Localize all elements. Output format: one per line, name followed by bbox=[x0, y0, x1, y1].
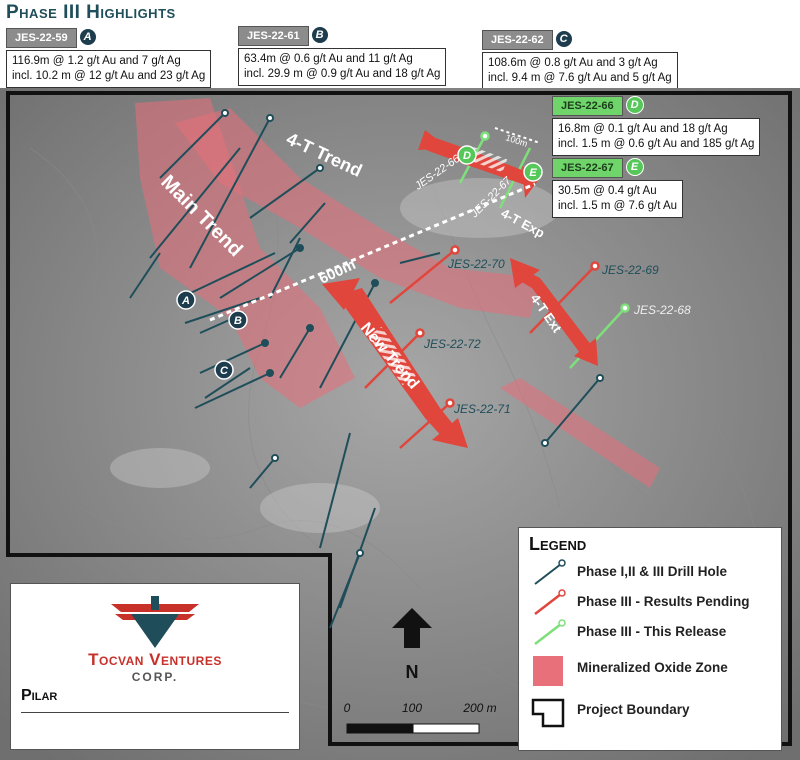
legend: Legend Phase I,II & III Drill Hole Phase… bbox=[518, 527, 782, 751]
legend-label: Project Boundary bbox=[577, 702, 690, 717]
marker-c-letter: C bbox=[220, 365, 229, 377]
marker-e: E bbox=[523, 162, 543, 182]
callout-line: 30.5m @ 0.4 g/t Au bbox=[558, 185, 657, 198]
callout-badge: A bbox=[79, 28, 96, 45]
divider bbox=[21, 712, 289, 713]
callout-line: 63.4m @ 0.6 g/t Au and 11 g/t Ag bbox=[244, 53, 413, 65]
hole-label-jes-22-72: JES-22-72 bbox=[423, 337, 481, 351]
scale-tick-200: 200 m bbox=[462, 701, 496, 715]
scale-tick-100: 100 bbox=[402, 701, 422, 715]
drill-holes-phase-1-3 bbox=[129, 109, 604, 629]
drill-hole-icon bbox=[534, 559, 566, 585]
pending-hole-icon bbox=[534, 589, 566, 615]
hole-tag: JES-22-62 bbox=[482, 30, 553, 50]
marker-b: B bbox=[228, 310, 248, 330]
north-arrow-icon bbox=[392, 608, 432, 648]
company-logo-icon bbox=[111, 596, 199, 648]
marker-b-letter: B bbox=[234, 315, 242, 327]
logo-panel: Tocvan Ventures CORP. Pilar bbox=[10, 583, 300, 750]
callout-badge: E bbox=[625, 158, 644, 176]
north-arrow: N bbox=[392, 608, 432, 682]
hole-label-jes-22-69: JES-22-69 bbox=[601, 263, 659, 277]
hole-tag: JES-22-66 bbox=[552, 96, 623, 117]
legend-item-pending: Phase III - Results Pending bbox=[519, 588, 781, 618]
hole-label-jes-22-71: JES-22-71 bbox=[453, 402, 511, 416]
trend-arrows bbox=[322, 130, 598, 448]
callout-line: incl. 10.2 m @ 12 g/t Au and 23 g/t Ag bbox=[12, 70, 206, 82]
release-hole-icon bbox=[534, 619, 566, 645]
marker-a-letter: A bbox=[181, 295, 190, 307]
callout-badge: C bbox=[555, 30, 572, 47]
marker-d-letter: D bbox=[463, 150, 471, 162]
oxide-zone-ext bbox=[500, 378, 660, 488]
callout-line: incl. 1.5 m @ 0.6 g/t Au and 185 g/t Ag bbox=[558, 138, 755, 151]
hole-tag: JES-22-59 bbox=[6, 28, 77, 48]
scale-tick-0: 0 bbox=[344, 701, 351, 715]
oxide-zone-main bbox=[135, 98, 355, 408]
marker-e-letter: E bbox=[529, 167, 537, 179]
north-label: N bbox=[406, 662, 419, 682]
legend-item-this-release: Phase III - This Release bbox=[519, 618, 781, 648]
callout-badge: D bbox=[625, 96, 644, 114]
legend-label: Mineralized Oxide Zone bbox=[577, 660, 728, 675]
marker-a: A bbox=[176, 290, 196, 310]
page-title: Phase III Highlights bbox=[6, 2, 176, 23]
legend-item-boundary: Project Boundary bbox=[519, 696, 781, 728]
distance-line-100m bbox=[494, 127, 541, 144]
distance-line-600m bbox=[209, 182, 536, 322]
callout-line: 116.9m @ 1.2 g/t Au and 7 g/t Ag bbox=[12, 55, 181, 67]
oxide-zone-4t bbox=[175, 108, 540, 318]
legend-label: Phase III - Results Pending bbox=[577, 594, 750, 609]
legend-item-drill-hole: Phase I,II & III Drill Hole bbox=[519, 558, 781, 588]
legend-label: Phase III - This Release bbox=[577, 624, 727, 639]
company-suffix: CORP. bbox=[131, 670, 179, 684]
company-name: Tocvan Ventures bbox=[88, 650, 222, 669]
marker-c: C bbox=[214, 360, 234, 380]
callout-line: 16.8m @ 0.1 g/t Au and 18 g/t Ag bbox=[558, 123, 728, 136]
legend-title: Legend bbox=[529, 534, 587, 554]
oxide-zone-swatch-icon bbox=[533, 656, 563, 686]
oxide-zones bbox=[135, 98, 660, 488]
legend-item-oxide-zone: Mineralized Oxide Zone bbox=[519, 654, 781, 686]
hole-label-jes-22-68: JES-22-68 bbox=[633, 303, 691, 317]
callout-line: incl. 9.4 m @ 7.6 g/t Au and 5 g/t Ag bbox=[488, 72, 672, 84]
drill-holes-pending bbox=[364, 245, 600, 449]
callout-line: 108.6m @ 0.8 g/t Au and 3 g/t Ag bbox=[488, 57, 658, 69]
project-boundary bbox=[6, 91, 792, 746]
hole-label-jes-22-70: JES-22-70 bbox=[447, 257, 505, 271]
project-name: Pilar bbox=[21, 687, 58, 704]
hole-tag: JES-22-61 bbox=[238, 26, 309, 46]
callout-line: incl. 29.9 m @ 0.9 g/t Au and 18 g/t Ag bbox=[244, 68, 441, 80]
scale-bar: 0 100 200 m bbox=[344, 701, 497, 734]
boundary-icon bbox=[531, 698, 565, 728]
hole-tag: JES-22-67 bbox=[552, 158, 623, 179]
callout-badge: B bbox=[311, 26, 328, 43]
marker-d: D bbox=[457, 145, 477, 165]
legend-label: Phase I,II & III Drill Hole bbox=[577, 564, 728, 579]
callout-line: incl. 1.5 m @ 7.6 g/t Au bbox=[558, 200, 678, 213]
